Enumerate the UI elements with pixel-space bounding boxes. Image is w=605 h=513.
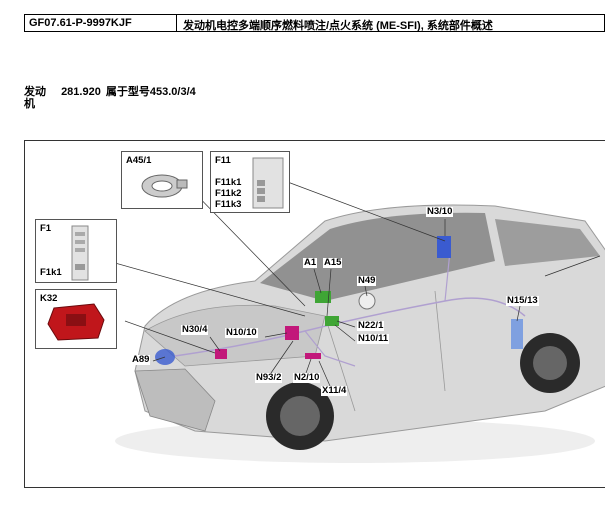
callout-n10-10: N10/10 <box>225 327 258 338</box>
document-title: 发动机电控多端顺序燃料喷注/点火系统 (ME-SFI), 系统部件概述 <box>183 20 493 31</box>
inset-f11: F11 F11k1 F11k2 F11k3 <box>210 151 290 213</box>
callout-a1: A1 <box>303 257 318 268</box>
document-header: GF07.61-P-9997KJF 发动机电控多端顺序燃料喷注/点火系统 (ME… <box>24 14 605 32</box>
inset-a45-1: A45/1 <box>121 151 203 209</box>
callout-n2-10: N2/10 <box>293 372 321 383</box>
label-f11k1: F11k1 <box>214 177 243 188</box>
fuse-box-icon <box>252 157 284 209</box>
document-code: GF07.61-P-9997KJF <box>25 15 177 31</box>
callout-n3-10: N3/10 <box>426 206 454 217</box>
engine-number: 281.920 <box>61 86 101 98</box>
callout-x11-4: X11/4 <box>321 385 348 396</box>
engine-model: 属于型号453.0/3/4 <box>105 86 196 98</box>
callout-a89: A89 <box>131 354 151 365</box>
inset-k32: K32 <box>35 289 117 349</box>
label-f11k2: F11k2 <box>214 188 243 199</box>
callout-n15-13: N15/13 <box>506 295 539 306</box>
inset-k32-title: K32 <box>40 293 58 304</box>
label-f1k1: F1k1 <box>39 267 63 278</box>
inset-f1: F1 F1k1 <box>35 219 117 283</box>
sensor-ring-icon <box>141 174 188 198</box>
callout-n30-4: N30/4 <box>181 324 209 335</box>
callout-n10-11: N10/11 <box>357 333 390 344</box>
callout-n49: N49 <box>357 275 377 286</box>
inset-f1-title: F1 <box>40 223 52 234</box>
engine-info: 发动 281.920 属于型号453.0/3/4 机 <box>24 86 208 110</box>
fuse-holder-icon <box>71 225 89 281</box>
component-overview-figure: A45/1 F11 F11k1 F11k2 F11k3 F1 F1k1 <box>24 140 605 488</box>
inset-a45-1-title: A45/1 <box>126 155 152 166</box>
callout-n93-2: N93/2 <box>255 372 283 383</box>
inset-f11-title: F11 <box>215 155 231 166</box>
engine-label: 发动 <box>24 86 46 98</box>
callout-n22-1: N22/1 <box>357 320 385 331</box>
relay-icon <box>47 303 105 341</box>
engine-label-line2: 机 <box>24 98 35 110</box>
callout-a15: A15 <box>323 257 343 268</box>
label-f11k3: F11k3 <box>214 199 243 210</box>
